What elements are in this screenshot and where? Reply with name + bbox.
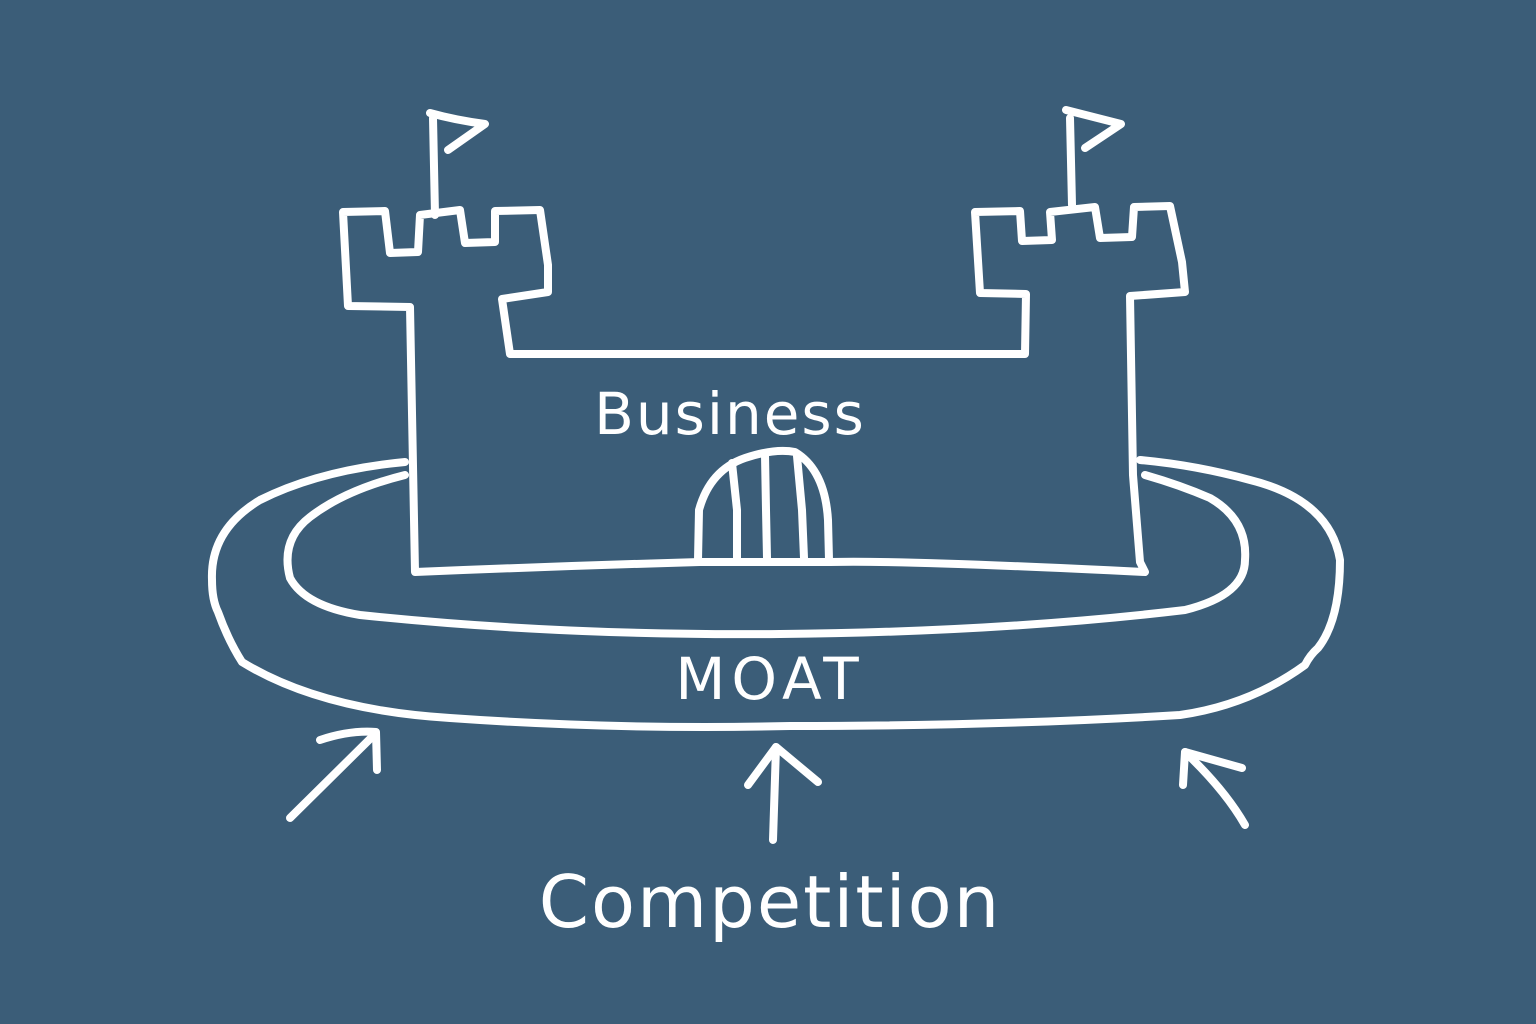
right-flag-icon: [1062, 106, 1125, 209]
castle-icon: [339, 202, 1189, 576]
business-label: Business: [594, 380, 866, 448]
competition-label: Competition: [538, 860, 1002, 944]
arrow-center-icon: [744, 743, 822, 844]
castle-gate-icon: [694, 446, 833, 564]
arrow-left-icon: [286, 727, 381, 822]
moat-ring-icon: [207, 456, 1344, 731]
left-flag-icon: [426, 109, 489, 219]
moat-label: MOAT: [675, 645, 865, 713]
arrow-right-icon: [1179, 748, 1249, 829]
